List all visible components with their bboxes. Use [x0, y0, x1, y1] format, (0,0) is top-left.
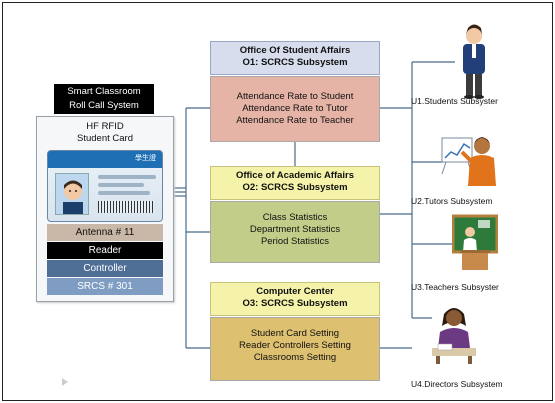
office-title: Office Of Student Affairs	[239, 45, 351, 56]
function-item: Attendance Rate to Student	[236, 91, 354, 102]
card-title-line2: Student Card	[77, 133, 133, 144]
office-subsystem: O3: SCRCS Subsystem	[242, 298, 348, 309]
card-text-line	[98, 183, 144, 187]
student-id-card-image: 學生證	[47, 150, 163, 222]
function-item: Period Statistics	[260, 236, 330, 247]
rfid-card-panel: HF RFID Student Card 學生證 Antenna # 11 Re…	[36, 116, 174, 302]
function-item: Attendance Rate to Teacher	[236, 115, 354, 126]
office-subsystem: O2: SCRCS Subsystem	[242, 182, 348, 193]
student-photo-icon	[55, 173, 89, 215]
card-title-line1: HF RFID	[86, 121, 124, 132]
tutor-icon	[440, 128, 500, 199]
barcode-icon	[98, 201, 154, 213]
office-subsystem: O1: SCRCS Subsystem	[242, 57, 348, 68]
teacher-icon	[451, 214, 499, 281]
office-student-affairs-functions: Attendance Rate to Student Attendance Ra…	[210, 76, 380, 142]
function-item: Student Card Setting	[250, 328, 340, 339]
function-item: Attendance Rate to Tutor	[242, 103, 348, 114]
function-item: Classrooms Setting	[253, 352, 337, 363]
office-academic-affairs-header: Office of Academic Affairs O2: SCRCS Sub…	[210, 166, 380, 200]
office-student-affairs-header: Office Of Student Affairs O1: SCRCS Subs…	[210, 41, 380, 75]
office-title: Computer Center	[256, 286, 334, 297]
reader-label: Reader	[47, 242, 163, 259]
office-academic-affairs-functions: Class Statistics Department Statistics P…	[210, 201, 380, 263]
system-title-line1: Smart Classroom	[67, 86, 141, 97]
srcs-label: SRCS # 301	[47, 278, 163, 295]
id-card-header: 學生證	[135, 155, 156, 162]
card-title: HF RFID Student Card	[37, 121, 173, 145]
user-label-students: U1.Students Subsyster	[411, 96, 498, 106]
function-item: Department Statistics	[249, 224, 341, 235]
user-label-teachers: U3.Teachers Subsyster	[411, 282, 499, 292]
student-icon	[454, 22, 494, 107]
card-text-line	[98, 191, 150, 195]
director-icon	[428, 304, 480, 371]
office-title: Office of Academic Affairs	[235, 170, 355, 181]
computer-center-header: Computer Center O3: SCRCS Subsystem	[210, 282, 380, 316]
antenna-label: Antenna # 11	[47, 224, 163, 241]
function-item: Reader Controllers Setting	[239, 340, 351, 351]
play-arrow-icon[interactable]	[62, 378, 68, 386]
system-title-line2: Roll Call System	[69, 100, 139, 111]
controller-label: Controller	[47, 260, 163, 277]
function-item: Class Statistics	[262, 212, 328, 223]
computer-center-functions: Student Card Setting Reader Controllers …	[210, 317, 380, 381]
card-text-line	[98, 175, 156, 179]
user-label-tutors: U2.Tutors Subsystem	[411, 196, 493, 206]
user-label-directors: U4.Directors Subsystem	[411, 379, 503, 389]
system-title: Smart Classroom Roll Call System	[54, 84, 154, 114]
